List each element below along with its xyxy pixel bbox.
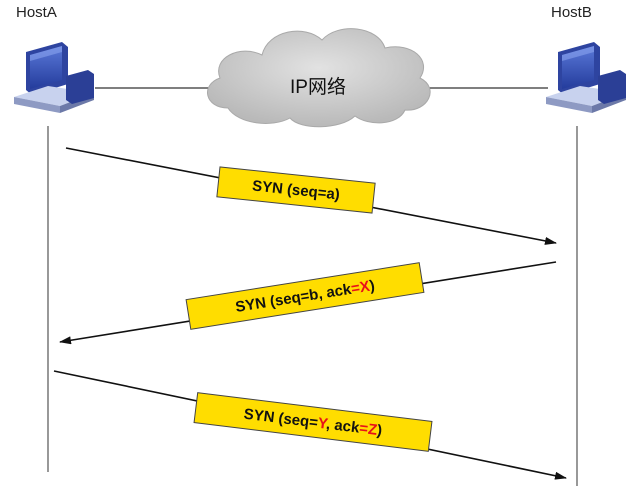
host-a-label: HostA	[16, 4, 57, 21]
msg3-part: )	[376, 422, 383, 439]
msg2-part: )	[368, 277, 376, 295]
network-cloud-icon	[207, 28, 431, 128]
host-a-computer-icon	[14, 42, 94, 113]
host-b-label: HostB	[551, 4, 592, 21]
msg2-equals-highlight: =	[350, 279, 362, 297]
msg3-ack-value: Z	[367, 421, 378, 439]
message-label-3: SYN (seq=Y, ack=Z)	[193, 392, 433, 452]
msg3-seq-value: Y	[317, 415, 329, 433]
host-b-computer-icon	[546, 42, 626, 113]
message-label-2: SYN (seq=b, ack=X)	[185, 262, 425, 330]
msg3-part: , ack	[325, 416, 361, 437]
msg2-ack-value: X	[359, 278, 372, 296]
network-label: IP网络	[290, 76, 346, 98]
msg3-equals-highlight: =	[358, 420, 369, 438]
message-label-1: SYN (seq=a)	[216, 166, 376, 214]
